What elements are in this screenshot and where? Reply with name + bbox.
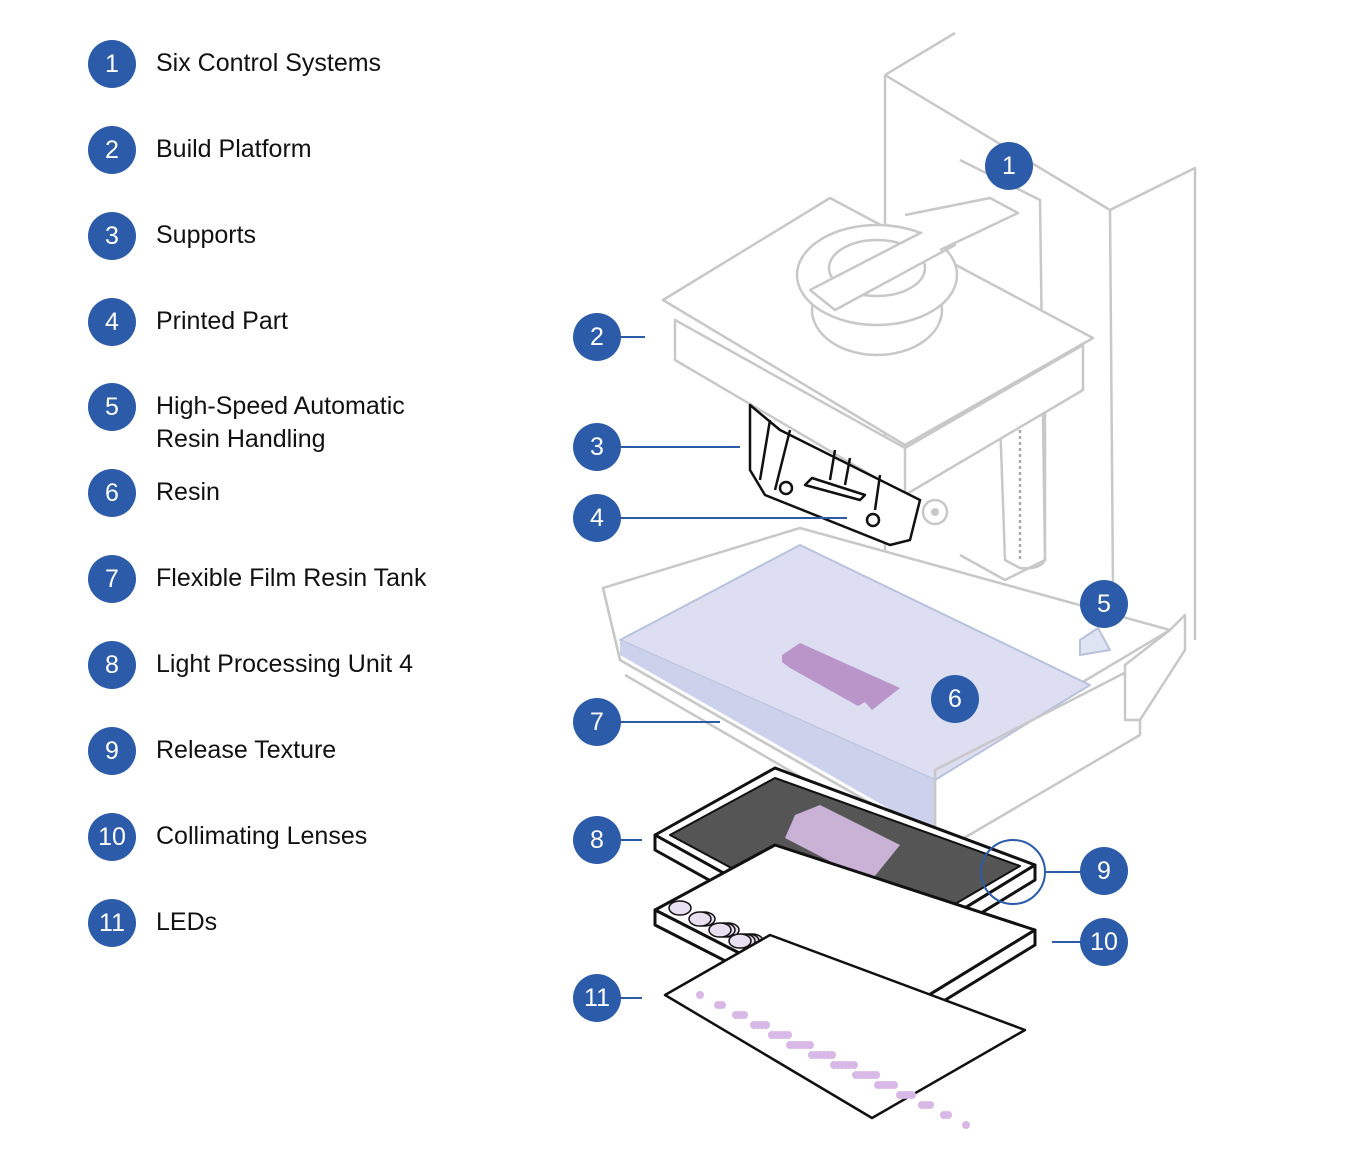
lens <box>708 922 732 938</box>
number-badge: 1 <box>88 40 136 88</box>
callout-badge: 9 <box>1080 847 1128 895</box>
legend-item: 3 Supports <box>88 212 256 260</box>
legend-label: Build Platform <box>156 126 312 166</box>
number-badge: 4 <box>88 298 136 346</box>
led <box>830 1061 838 1069</box>
number-badge: 2 <box>88 126 136 174</box>
callout-badge: 1 <box>985 142 1033 190</box>
led <box>786 1041 794 1049</box>
build-platform <box>661 196 1095 497</box>
number-badge: 6 <box>88 469 136 517</box>
legend-label: Six Control Systems <box>156 40 381 80</box>
legend-label: LEDs <box>156 899 217 939</box>
callout-badge: 11 <box>573 974 621 1022</box>
legend-item: 1 Six Control Systems <box>88 40 381 88</box>
legend-item: 8 Light Processing Unit 4 <box>88 641 413 689</box>
callout-badge: 8 <box>573 816 621 864</box>
legend-label: Collimating Lenses <box>156 813 367 853</box>
legend-label: Light Processing Unit 4 <box>156 641 413 681</box>
legend-label-line: Flexible Film Resin Tank <box>156 564 427 592</box>
led <box>750 1021 758 1029</box>
led <box>696 991 704 999</box>
legend-label: Resin <box>156 469 220 509</box>
legend-label: Supports <box>156 212 256 252</box>
part-footprint <box>782 643 900 710</box>
legend-label-line: Six Control Systems <box>156 49 382 77</box>
number-badge: 10 <box>88 813 136 861</box>
legend-label-line: Printed Part <box>156 307 289 335</box>
callout-badge: 2 <box>573 313 621 361</box>
legend-label: Flexible Film Resin Tank <box>156 555 426 595</box>
legend-item: 6 Resin <box>88 469 220 517</box>
callout-badge: 4 <box>573 494 621 542</box>
legend-label-line: High-Speed Automatic <box>156 392 405 420</box>
resin-arrow <box>1079 627 1111 656</box>
resin-tank <box>601 526 1187 857</box>
legend-item: 2 Build Platform <box>88 126 312 174</box>
legend-label: Printed Part <box>156 298 288 338</box>
lens <box>668 900 692 916</box>
lens <box>728 933 752 949</box>
number-badge: 3 <box>88 212 136 260</box>
legend-label: Release Texture <box>156 727 336 767</box>
led <box>918 1101 926 1109</box>
legend-item: 11 LEDs <box>88 899 217 947</box>
legend-label-line: LEDs <box>156 908 218 936</box>
number-badge: 11 <box>88 899 136 947</box>
led <box>962 1121 970 1129</box>
legend-item: 10 Collimating Lenses <box>88 813 367 861</box>
release-texture-highlight <box>980 839 1046 905</box>
legend-label-line: Build Platform <box>156 135 312 163</box>
legend-label-line: Supports <box>156 221 257 249</box>
led <box>940 1111 948 1119</box>
number-badge: 9 <box>88 727 136 775</box>
led <box>874 1081 882 1089</box>
led <box>808 1051 816 1059</box>
led-board <box>663 933 1027 1129</box>
lens <box>688 911 712 927</box>
led <box>896 1091 904 1099</box>
number-badge: 5 <box>88 383 136 431</box>
legend-item: 7 Flexible Film Resin Tank <box>88 555 426 603</box>
led <box>768 1031 776 1039</box>
legend-label-line: Resin <box>156 478 220 506</box>
callout-badge: 5 <box>1080 580 1128 628</box>
callout-badge: 7 <box>573 698 621 746</box>
legend-label-line: Resin Handling <box>156 425 326 453</box>
led <box>714 1001 722 1009</box>
legend-label-line: Collimating Lenses <box>156 822 368 850</box>
number-badge: 8 <box>88 641 136 689</box>
callout-badge: 6 <box>931 675 979 723</box>
legend-label-line: Release Texture <box>156 736 337 764</box>
legend-item: 4 Printed Part <box>88 298 288 346</box>
callout-badge: 10 <box>1080 918 1128 966</box>
printed-part <box>748 403 922 547</box>
legend-item: 9 Release Texture <box>88 727 336 775</box>
led <box>852 1071 860 1079</box>
legend-label-line: Light Processing Unit 4 <box>156 650 414 678</box>
number-badge: 7 <box>88 555 136 603</box>
callout-badge: 3 <box>573 423 621 471</box>
led <box>732 1011 740 1019</box>
